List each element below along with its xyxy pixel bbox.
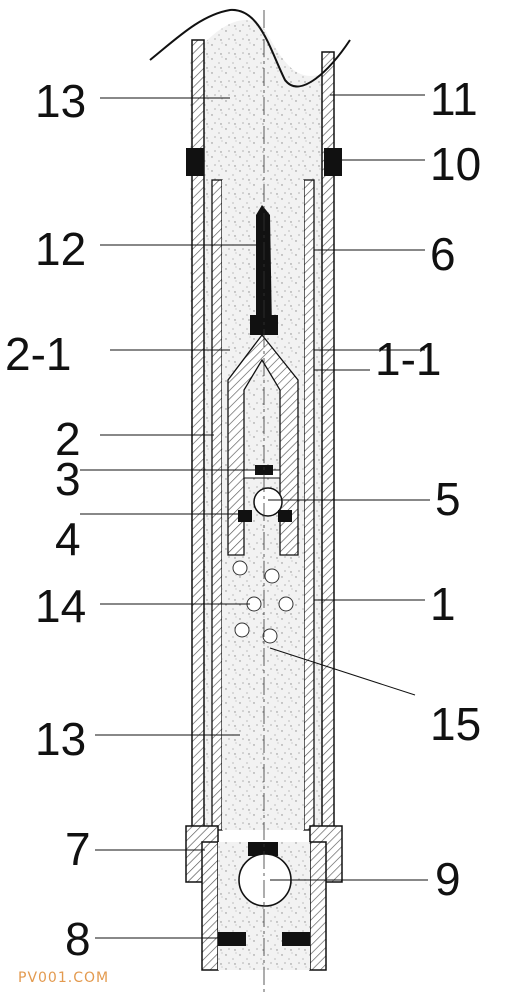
- label-4: 4: [55, 513, 81, 565]
- label-1-1: 1-1: [375, 333, 441, 385]
- label-14: 14: [35, 580, 86, 632]
- label-1: 1: [430, 578, 456, 630]
- label-2-1: 2-1: [5, 328, 71, 380]
- label-13-bottom: 13: [35, 713, 86, 765]
- balls: [232, 560, 294, 644]
- rod: [256, 205, 272, 330]
- watermark: PV001.COM: [18, 970, 109, 986]
- label-7: 7: [65, 823, 91, 875]
- seal-left: [186, 148, 204, 176]
- label-10: 10: [430, 138, 481, 190]
- label-13-top: 13: [35, 75, 86, 127]
- label-8: 8: [65, 913, 91, 965]
- label-15: 15: [430, 698, 481, 750]
- label-2: 2: [55, 413, 81, 465]
- label-3: 3: [55, 453, 81, 505]
- label-5: 5: [435, 473, 461, 525]
- label-12: 12: [35, 223, 86, 275]
- seal-right: [324, 148, 342, 176]
- label-11: 11: [430, 73, 478, 125]
- leaders: [80, 94, 430, 939]
- label-9: 9: [435, 853, 461, 905]
- label-6: 6: [430, 228, 456, 280]
